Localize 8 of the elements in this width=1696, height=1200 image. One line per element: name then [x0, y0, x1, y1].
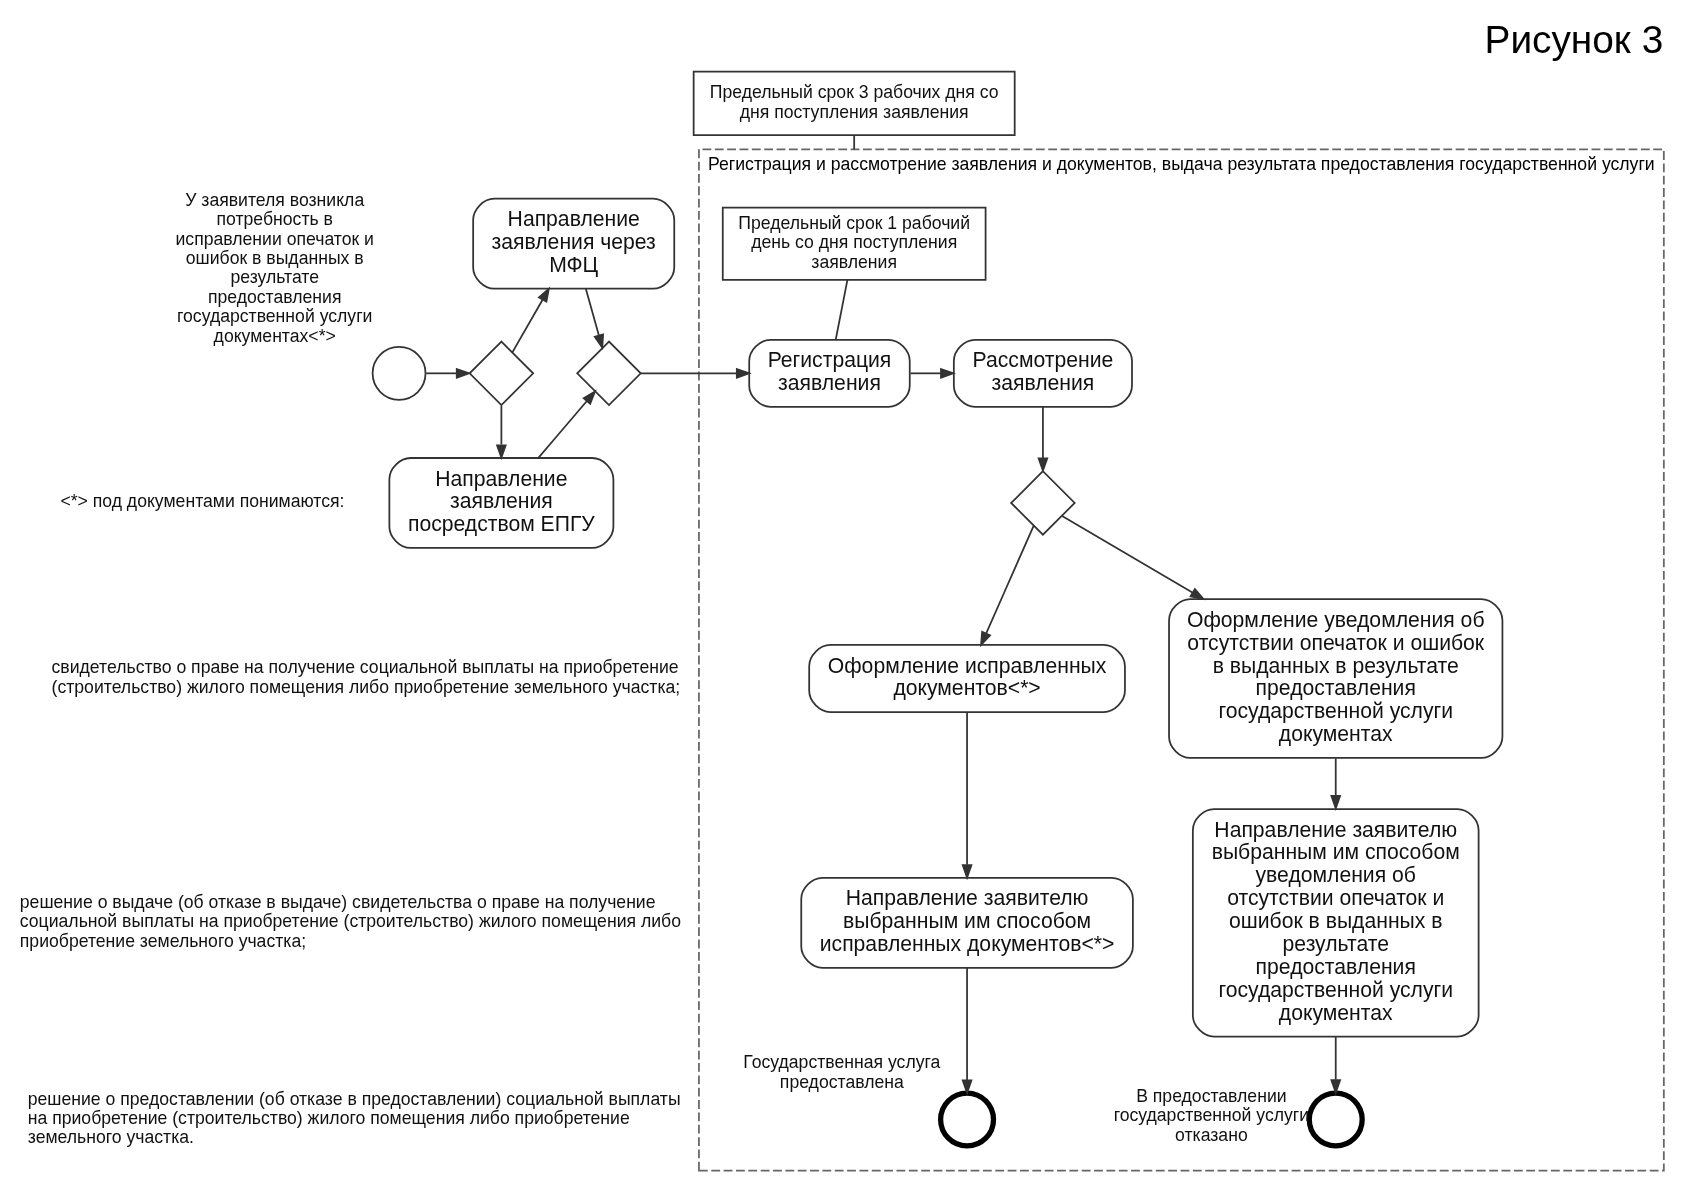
- label: решение о выдаче (об отказе в выдаче) свидетельства о праве на получение социальной выплаты на приобретение (строительство) жилого помещения либо приобретение земельного участка;: [19, 891, 681, 951]
- node-label: У заявителя возникла потребность в исправлении опечаток и ошибок в выданных в результате предоставления государственной услуги документах<*>: [175, 189, 374, 346]
- diagram-title: Рисунок 3: [1484, 18, 1664, 62]
- label: решение о предоставлении (об отказе в предоставлении) социальной выплаты на приобретение (строительство) жилого помещения либо приобретение земельного участка.: [27, 1088, 681, 1148]
- label: <*> под документами понимаются:: [60, 491, 345, 512]
- node-label: Государственная услуга предоставлена: [743, 1052, 941, 1092]
- label: свидетельство о праве на получение социальной выплаты на приобретение (строительство) жилого помещения либо приобретение земельного участка;: [51, 657, 681, 697]
- node-label: В предоставлении государственной услуги отказано: [1113, 1085, 1310, 1145]
